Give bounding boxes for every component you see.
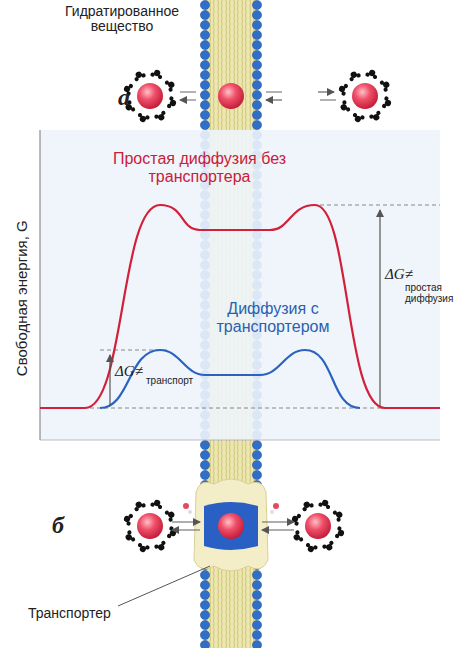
part-label: Транспортер: [28, 606, 111, 621]
hydrated-molecules-a: [122, 68, 392, 123]
caption-label: Гидратированное вещество: [52, 4, 192, 35]
axis-label: Свободная энергия, G: [14, 168, 31, 428]
curve-label: Простая диффузия без транспортера: [92, 150, 307, 185]
energy-subscript: простая диффузия: [405, 282, 457, 304]
energy-symbol: ΔG≠: [115, 363, 143, 380]
energy-subscript: транспорт: [146, 375, 193, 386]
part-letter: б: [52, 512, 64, 538]
energy-graph: [40, 130, 440, 440]
transporter-scene: [118, 479, 346, 606]
curve-label: Диффузия с транспортером: [198, 300, 348, 335]
part-letter: а: [118, 84, 130, 110]
energy-symbol: ΔG≠: [385, 266, 413, 283]
